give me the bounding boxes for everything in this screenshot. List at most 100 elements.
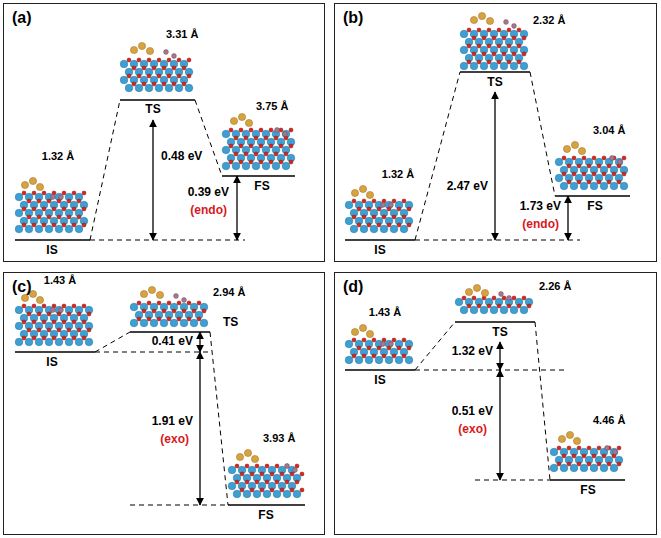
metal-atom xyxy=(480,62,488,70)
oxygen-atom xyxy=(229,128,233,132)
metal-atom xyxy=(550,464,558,472)
oxygen-atom xyxy=(37,328,41,332)
oxygen-atom xyxy=(137,317,141,321)
oxygen-atom xyxy=(259,160,263,164)
oxygen-atom xyxy=(172,309,176,313)
gold-atom xyxy=(566,431,573,438)
oxygen-atom xyxy=(52,223,56,227)
oxygen-atom xyxy=(607,462,611,466)
oxygen-atom xyxy=(52,320,56,324)
gold-atom xyxy=(21,181,28,188)
metal-atom xyxy=(385,356,393,364)
metal-atom xyxy=(228,482,236,490)
oxygen-atom xyxy=(47,215,51,219)
oxygen-atom xyxy=(42,304,46,308)
metal-atom xyxy=(590,182,598,190)
oxygen-atom xyxy=(402,338,406,342)
oxygen-atom xyxy=(587,462,591,466)
distance-label: 3.93 Å xyxy=(262,432,296,445)
oxygen-atom xyxy=(132,82,136,86)
metal-atom xyxy=(550,448,558,456)
oxygen-atom xyxy=(52,336,56,340)
oxygen-atom xyxy=(57,328,61,332)
reaction-type: (endo) xyxy=(189,204,228,218)
adsorbate-atom xyxy=(389,342,394,347)
gold-atom xyxy=(470,16,477,23)
metal-atom xyxy=(345,217,353,225)
metal-atom xyxy=(140,319,148,327)
oxygen-atom xyxy=(562,172,566,176)
oxygen-atom xyxy=(512,52,516,56)
metal-atom xyxy=(120,60,128,68)
distance-label: 1.32 Å xyxy=(41,150,75,163)
oxygen-atom xyxy=(147,74,151,78)
oxygen-atom xyxy=(47,199,51,203)
oxygen-atom xyxy=(367,346,371,350)
dashed-link xyxy=(90,100,120,240)
oxygen-atom xyxy=(62,336,66,340)
oxygen-atom xyxy=(372,354,376,358)
oxygen-atom xyxy=(372,215,376,219)
metal-atom xyxy=(380,225,388,233)
oxygen-atom xyxy=(42,320,46,324)
gold-atom xyxy=(563,145,570,152)
oxygen-atom xyxy=(229,160,233,164)
oxygen-atom xyxy=(290,488,294,492)
oxygen-atom xyxy=(162,82,166,86)
oxygen-atom xyxy=(300,488,304,492)
oxygen-atom xyxy=(284,152,288,156)
oxygen-atom xyxy=(392,215,396,219)
metal-atom xyxy=(25,338,33,346)
oxygen-atom xyxy=(32,320,36,324)
energy-value: 0.39 eV xyxy=(187,186,230,200)
oxygen-atom xyxy=(27,199,31,203)
metal-atom xyxy=(560,464,568,472)
energy-level xyxy=(345,369,415,371)
oxygen-atom xyxy=(557,462,561,466)
oxygen-atom xyxy=(77,328,81,332)
energy-arrow xyxy=(567,196,568,240)
oxygen-atom xyxy=(622,156,626,160)
oxygen-atom xyxy=(285,480,289,484)
oxygen-atom xyxy=(487,44,491,48)
energy-level xyxy=(15,351,95,353)
oxygen-atom xyxy=(367,207,371,211)
oxygen-atom xyxy=(157,301,161,305)
metal-atom xyxy=(45,338,53,346)
oxygen-atom xyxy=(592,156,596,160)
oxygen-atom xyxy=(197,301,201,305)
oxygen-atom xyxy=(137,58,141,62)
adsorbate-atom xyxy=(507,296,512,301)
oxygen-atom xyxy=(269,160,273,164)
metal-atom xyxy=(170,319,178,327)
oxygen-atom xyxy=(182,66,186,70)
metal-atom xyxy=(510,62,518,70)
oxygen-atom xyxy=(582,454,586,458)
panel-frame: (c) xyxy=(3,272,325,535)
oxygen-atom xyxy=(249,128,253,132)
oxygen-atom xyxy=(67,199,71,203)
state-label: FS xyxy=(586,200,603,214)
metal-atom xyxy=(600,182,608,190)
metal-atom xyxy=(75,225,83,233)
oxygen-atom xyxy=(32,191,36,195)
oxygen-atom xyxy=(592,172,596,176)
dashed-reference xyxy=(415,240,580,241)
oxygen-atom xyxy=(269,128,273,132)
oxygen-atom xyxy=(289,144,293,148)
energy-arrow xyxy=(499,342,500,370)
dashed-guides xyxy=(90,72,580,505)
state-label: FS xyxy=(579,484,596,498)
gold-atom xyxy=(478,12,485,19)
oxygen-atom xyxy=(557,446,561,450)
dashed-link xyxy=(415,72,460,240)
oxygen-atom xyxy=(377,346,381,350)
oxygen-atom xyxy=(22,320,26,324)
gold-atom xyxy=(146,47,153,54)
oxygen-atom xyxy=(202,309,206,313)
oxygen-atom xyxy=(285,464,289,468)
oxygen-atom xyxy=(127,58,131,62)
oxygen-atom xyxy=(235,464,239,468)
metal-atom xyxy=(222,162,230,170)
oxygen-atom xyxy=(147,58,151,62)
